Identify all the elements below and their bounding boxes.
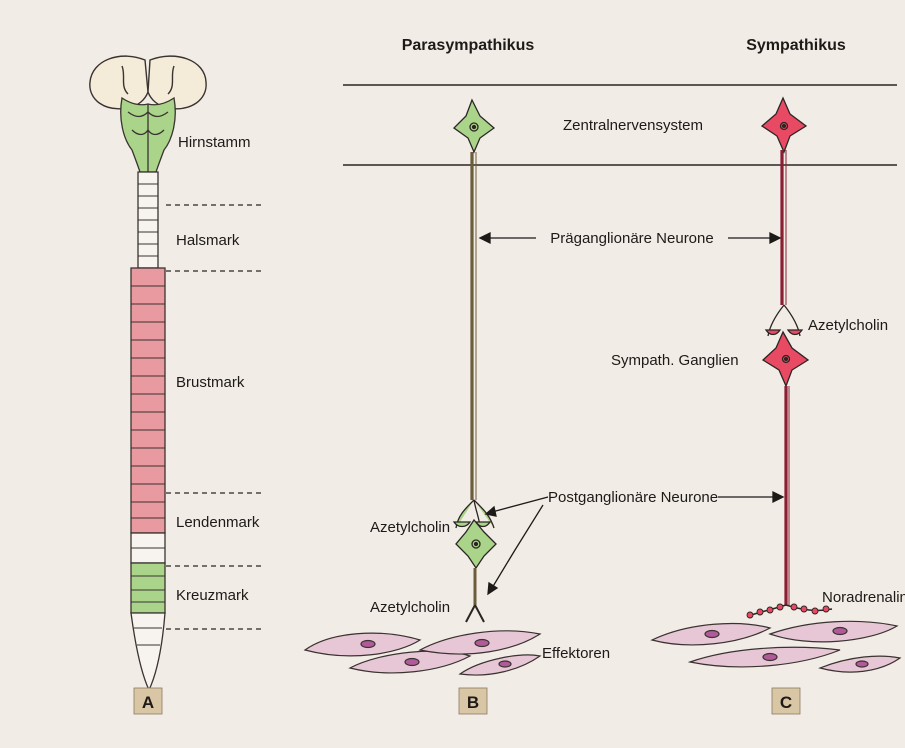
cervical-label: Halsmark — [176, 232, 240, 249]
para-effectors — [305, 631, 540, 675]
sympathetic-header: Sympathikus — [746, 37, 846, 54]
annotation-arrows — [480, 233, 783, 594]
para-ganglion-acetylcholine-label: Azetylcholin — [370, 519, 450, 536]
symp-effectors — [652, 621, 900, 672]
panel-label-b: B — [467, 693, 479, 712]
sympathetic-pathway — [747, 98, 832, 618]
parasympathetic-header: Parasympathikus — [402, 37, 535, 54]
panel-label-a: A — [142, 693, 154, 712]
cns-label: Zentralnervensystem — [563, 117, 703, 134]
panel-label-c: C — [780, 693, 792, 712]
symp-ganglion-label: Sympath. Ganglien — [611, 352, 739, 369]
sacral-segment — [131, 563, 165, 613]
region-boundaries — [166, 205, 262, 629]
parasympathetic-pathway — [454, 100, 496, 622]
sacral-label: Kreuzmark — [176, 587, 249, 604]
conus-terminalis — [131, 613, 165, 690]
spinal-cord — [131, 172, 165, 690]
symp-acetylcholine-label: Azetylcholin — [808, 317, 888, 334]
brainstem — [121, 98, 176, 172]
thoracic-segment — [131, 268, 165, 533]
brain-hemispheres — [90, 56, 206, 109]
spinal-cord-panel: Hirnstamm Halsmark Brustmark Lendenmark … — [90, 56, 262, 714]
lumbar-label: Lendenmark — [176, 514, 260, 531]
effectors-label: Effektoren — [542, 645, 610, 662]
preganglionic-label: Präganglionäre Neurone — [550, 230, 713, 247]
thoracic-label: Brustmark — [176, 374, 245, 391]
postganglionic-label: Postganglionäre Neurone — [548, 489, 718, 506]
brainstem-label: Hirnstamm — [178, 134, 251, 151]
para-effector-acetylcholine-label: Azetylcholin — [370, 599, 450, 616]
noradrenaline-label: Noradrenalin — [822, 589, 905, 606]
